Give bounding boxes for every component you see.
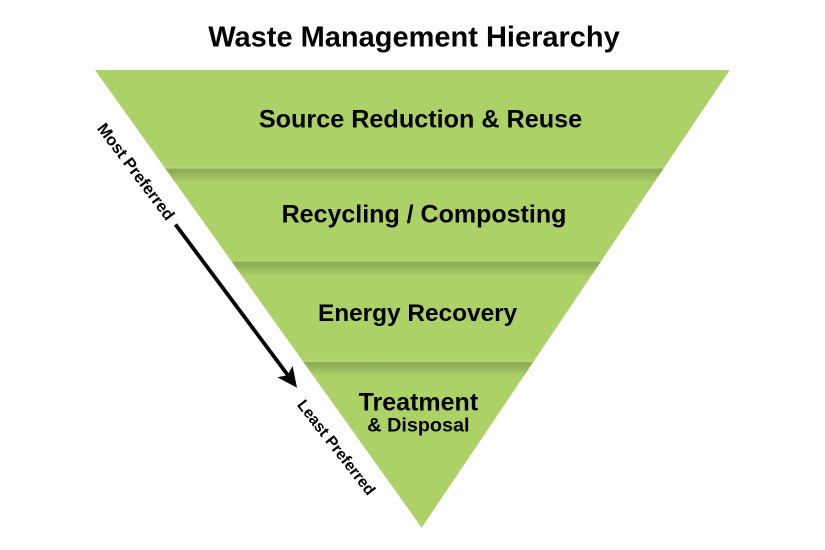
svg-text:Treatment: Treatment [359, 389, 479, 417]
svg-text:Energy Recovery: Energy Recovery [318, 300, 518, 327]
svg-text:Waste Management Hierarchy: Waste Management Hierarchy [208, 22, 620, 54]
svg-text:Recycling / Composting: Recycling / Composting [282, 201, 567, 229]
svg-text:Source Reduction & Reuse: Source Reduction & Reuse [259, 106, 582, 134]
svg-text:& Disposal: & Disposal [367, 415, 469, 437]
